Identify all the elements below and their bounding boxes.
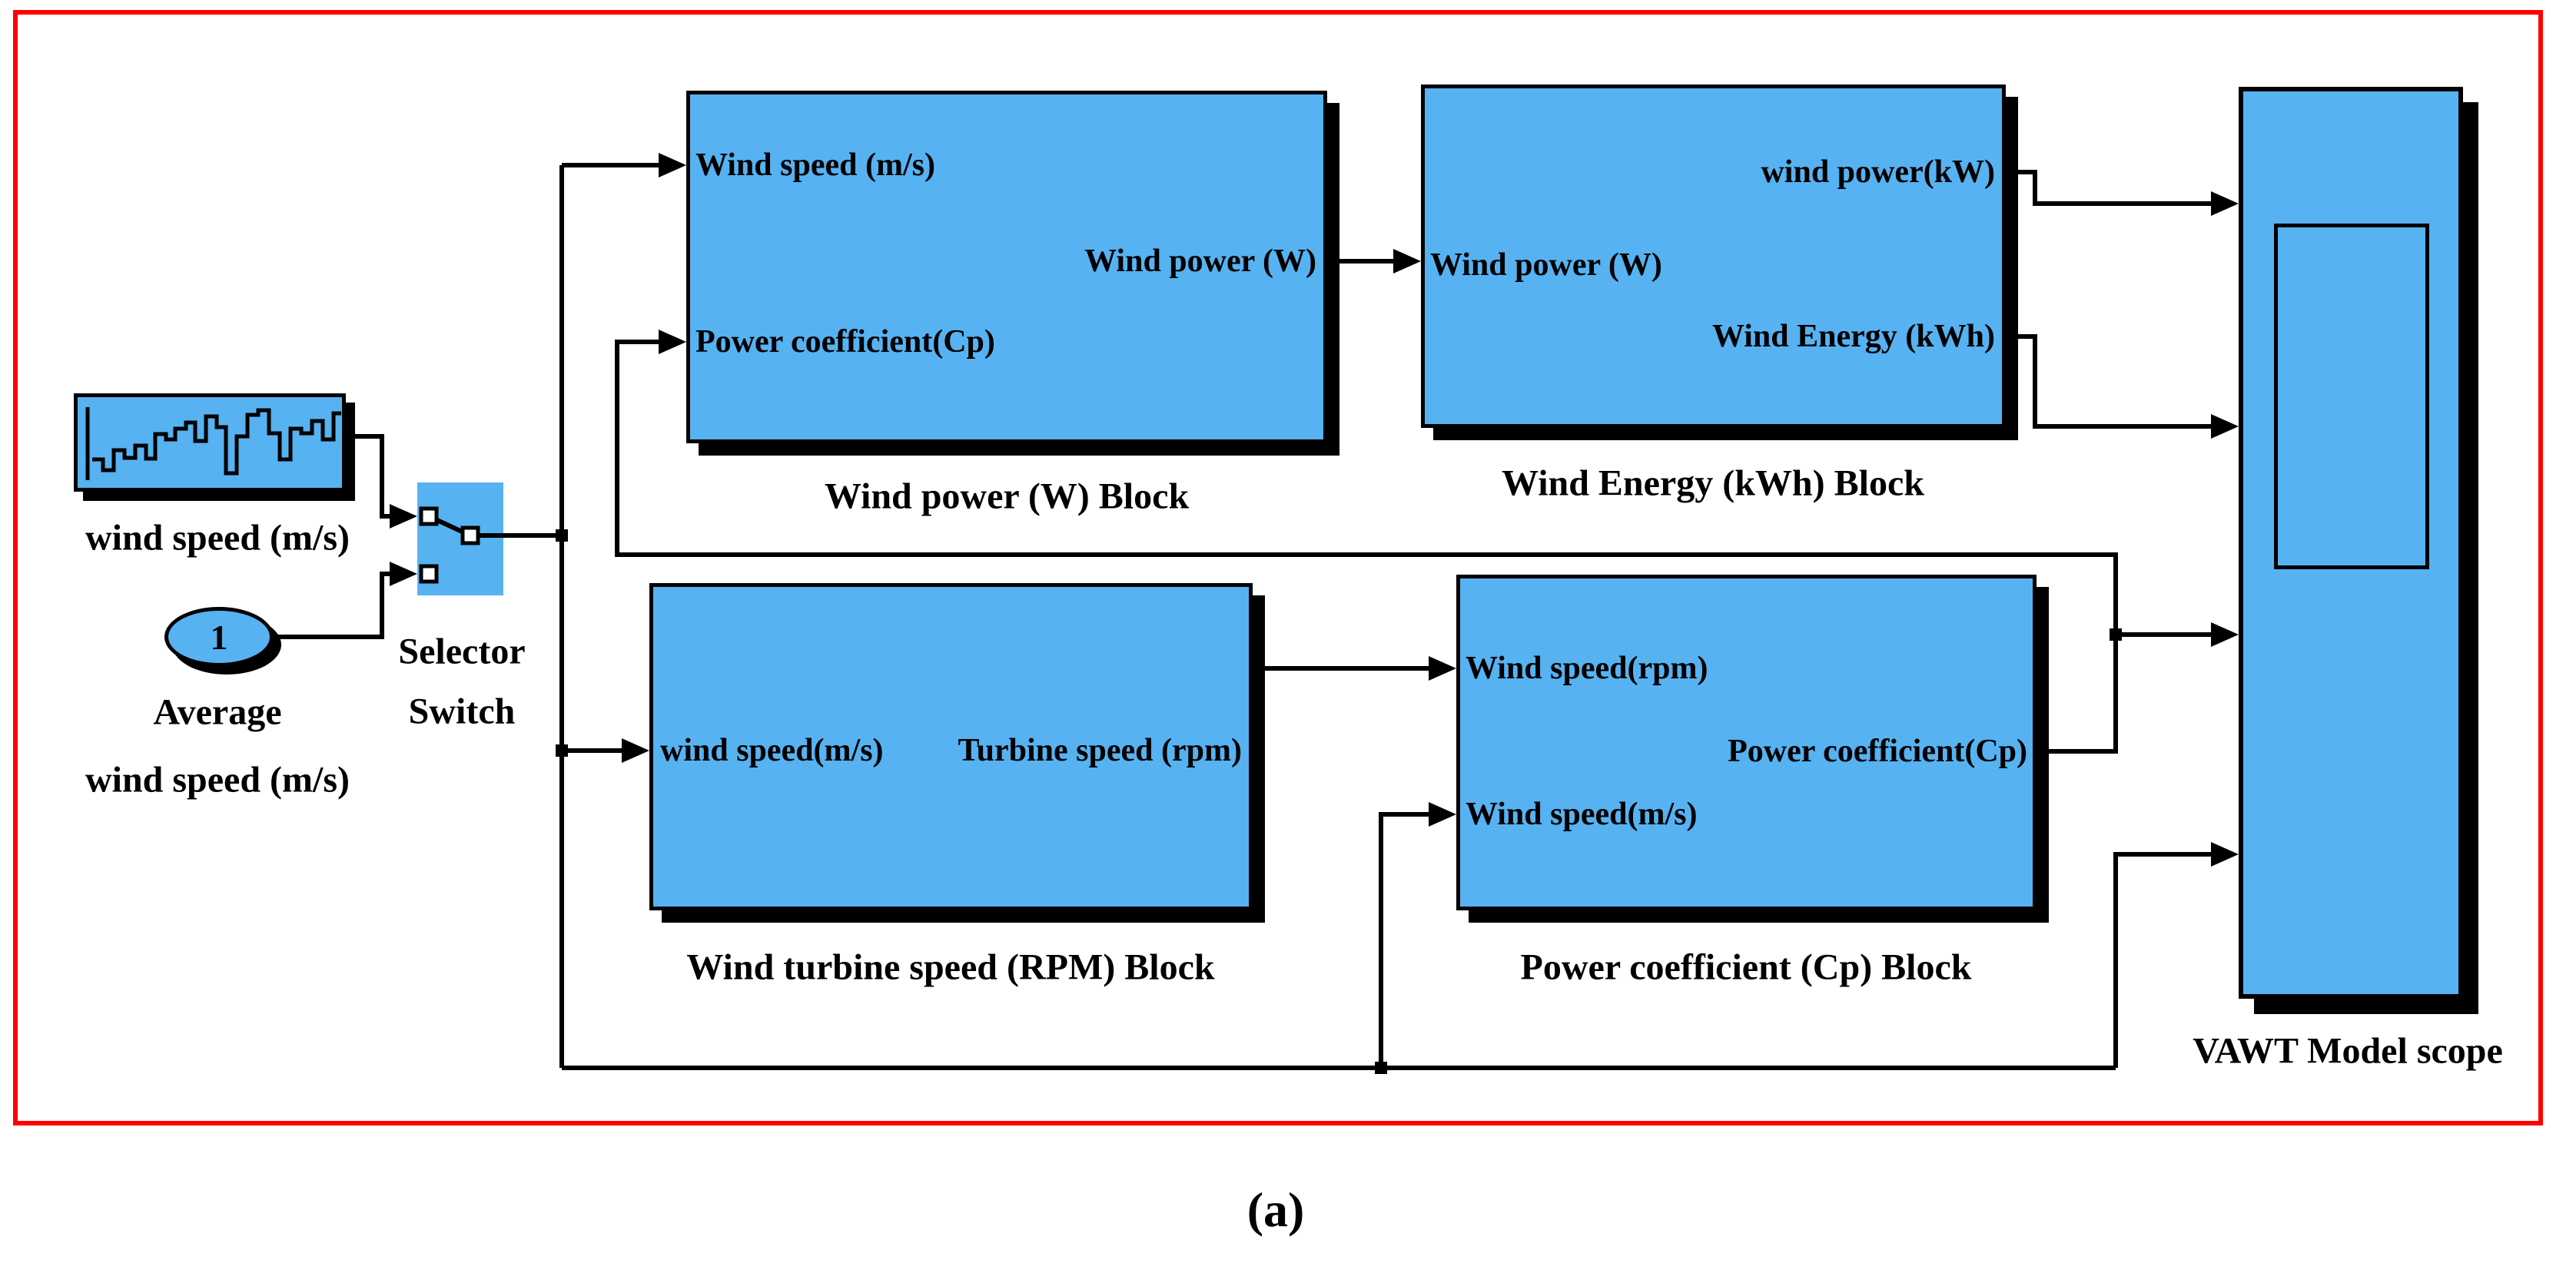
cp-in2-label: Wind speed(m/s) [1466,797,1698,832]
signal-builder-block [74,393,346,492]
cp-in1-label: Wind speed(rpm) [1466,651,1708,686]
turbine-out1-label: Turbine speed (rpm) [958,733,1243,768]
wind-energy-out1-label: wind power(kW) [1761,154,1995,190]
vawt-scope-block [2239,87,2463,999]
scope-screen [2274,224,2429,569]
turbine-caption: Wind turbine speed (RPM) Block [686,946,1215,988]
wind-energy-in1-label: Wind power (W) [1430,247,1662,283]
selector-switch-block [417,482,503,595]
wind-power-out-label: Wind power (W) [1084,244,1316,279]
wind-power-in1-label: Wind speed (m/s) [695,148,935,183]
wind-energy-caption: Wind Energy (kWh) Block [1502,462,1924,504]
wind-power-caption: Wind power (W) Block [824,476,1190,517]
constant-block: 1 [164,607,274,667]
switch-label-line1: Selector [398,631,526,672]
turbine-in1-label: wind speed(m/s) [660,733,884,768]
wind-energy-out2-label: Wind Energy (kWh) [1712,319,1995,354]
cp-caption: Power coefficient (Cp) Block [1520,946,1972,988]
figure-red-frame [13,10,2543,1125]
constant-label-line2: wind speed (m/s) [85,759,350,801]
cp-out1-label: Power coefficient(Cp) [1728,734,2027,769]
scope-caption: VAWT Model scope [2193,1030,2503,1072]
constant-label-line1: Average [153,691,282,733]
figure-caption: (a) [1247,1182,1305,1237]
constant-value: 1 [210,617,228,657]
source-label: wind speed (m/s) [85,517,350,559]
wind-power-in2-label: Power coefficient(Cp) [695,324,995,360]
switch-label-line2: Switch [408,691,516,732]
